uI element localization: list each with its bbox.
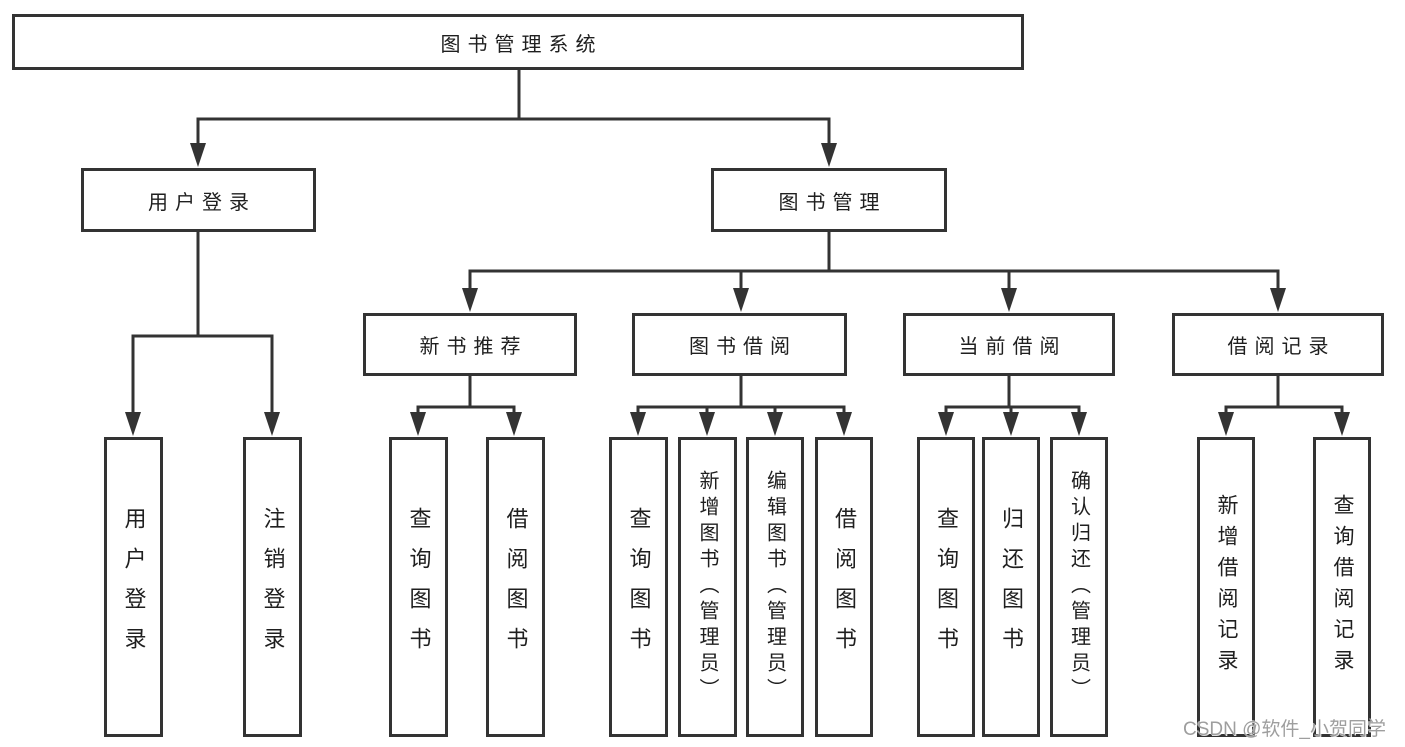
leaf-return-book: 归还图书 [982,437,1040,737]
leaf-add-borrow-record: 新增借阅记录 [1197,437,1255,737]
node-user-login: 用户登录 [81,168,316,232]
node-current-borrow: 当前借阅 [903,313,1115,376]
leaf-add-book-admin: 新增图书（管理员） [678,437,737,737]
leaf-query-book-borrow: 查询图书 [609,437,668,737]
csdn-watermark: CSDN @软件_小贺同学 [1183,719,1386,740]
leaf-query-book-current: 查询图书 [917,437,975,737]
leaf-user-login: 用户登录 [104,437,163,737]
leaf-borrow-book: 借阅图书 [815,437,873,737]
node-root: 图书管理系统 [12,14,1024,70]
leaf-logout: 注销登录 [243,437,302,737]
node-new-book-recommend: 新书推荐 [363,313,577,376]
leaf-borrow-book-recommend: 借阅图书 [486,437,545,737]
node-borrow-records: 借阅记录 [1172,313,1384,376]
leaf-confirm-return-admin: 确认归还（管理员） [1050,437,1108,737]
node-book-management: 图书管理 [711,168,947,232]
leaf-query-borrow-record: 查询借阅记录 [1313,437,1371,737]
leaf-query-book-recommend: 查询图书 [389,437,448,737]
arrowheads [125,143,1350,436]
node-book-borrow: 图书借阅 [632,313,847,376]
leaf-edit-book-admin: 编辑图书（管理员） [746,437,804,737]
